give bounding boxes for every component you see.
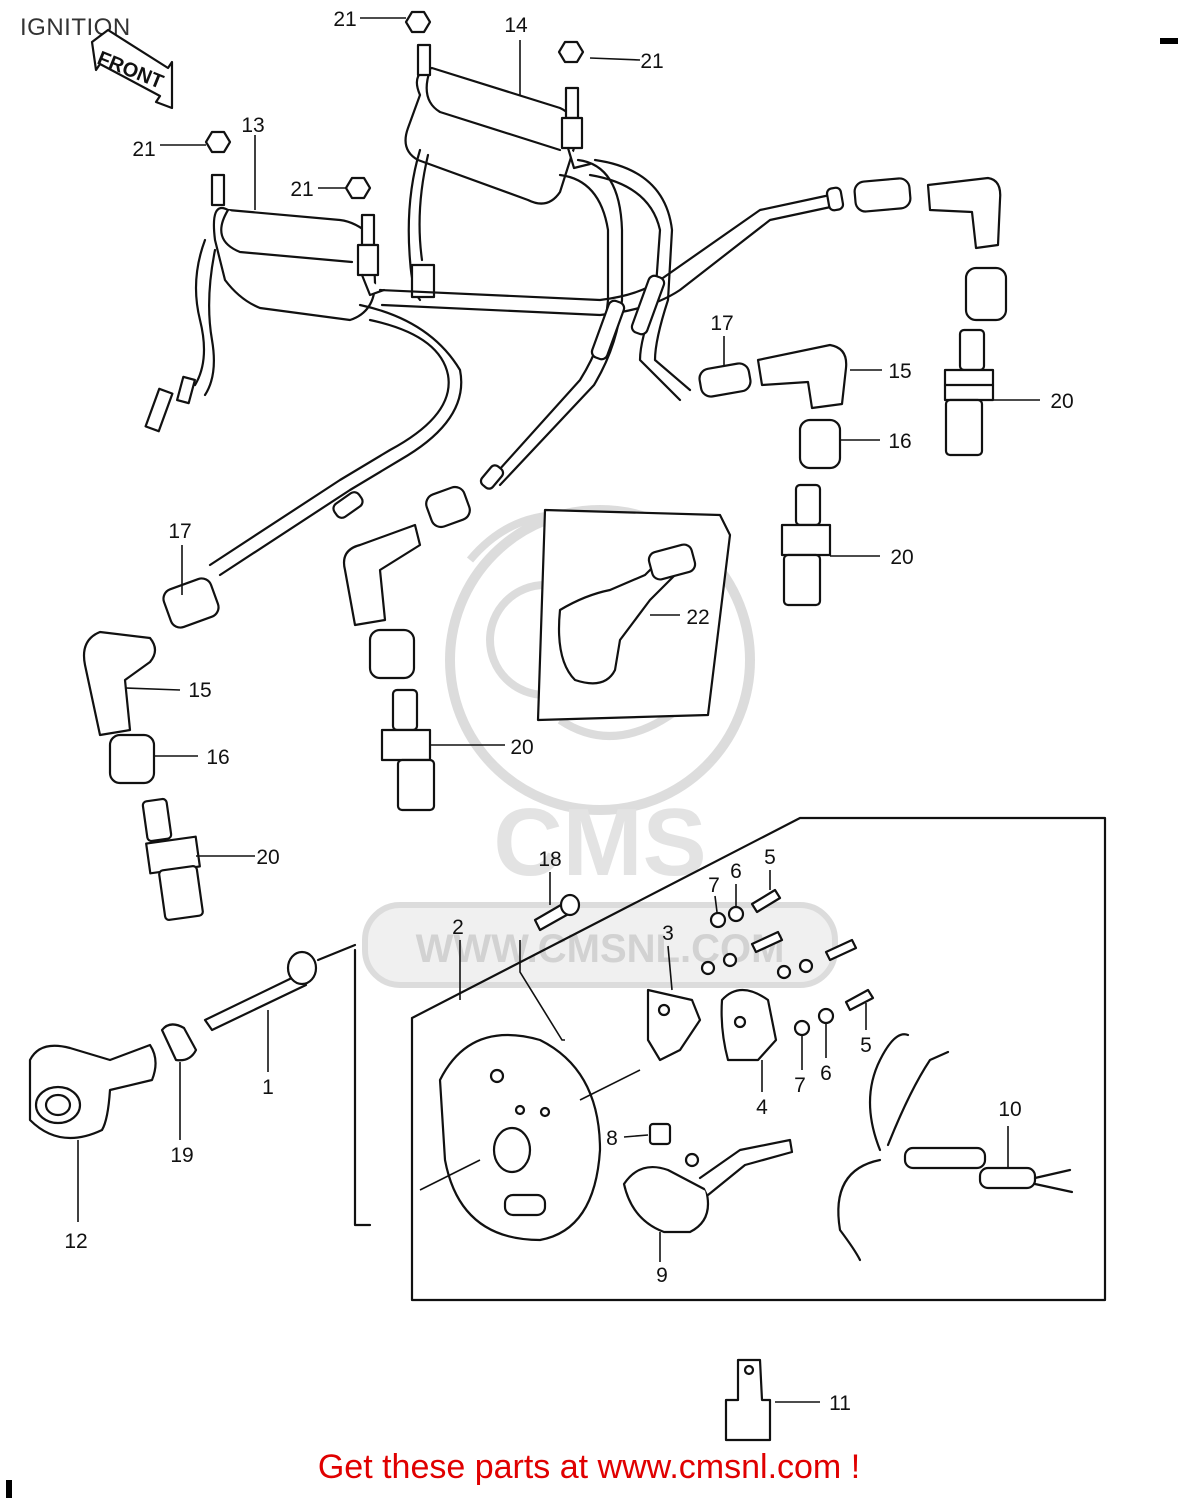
callout-20: 20 (510, 736, 533, 759)
contact-breaker-4 (720, 988, 778, 1062)
callout-17: 17 (710, 312, 733, 335)
callout-3: 3 (662, 922, 674, 945)
callout-21: 21 (640, 50, 663, 73)
callout-17: 17 (168, 520, 191, 543)
callout-22: 22 (686, 606, 709, 629)
leader-lines (77, 17, 1040, 1403)
callout-13: 13 (241, 114, 264, 137)
callout-19: 19 (170, 1144, 193, 1167)
callout-18: 18 (538, 848, 561, 871)
front-arrow: FRONT (90, 28, 174, 110)
nut-21-group (204, 10, 585, 200)
callout-20: 20 (256, 846, 279, 869)
callout-7: 7 (708, 874, 720, 897)
plug-cap-right (698, 343, 848, 470)
coil-wires (144, 148, 436, 433)
harness-10 (837, 1033, 1074, 1262)
part-8 (648, 1122, 672, 1146)
callout-20: 20 (890, 546, 913, 569)
corner-mark (1160, 38, 1178, 44)
callout-21: 21 (132, 138, 155, 161)
callout-10: 10 (998, 1098, 1021, 1121)
ignition-coil-13 (210, 173, 386, 322)
breaker-plate-2 (438, 1033, 602, 1242)
spark-plug-left (141, 797, 204, 921)
plug-cap-upper (853, 176, 1008, 322)
cam-12 (28, 1043, 157, 1140)
ht-lead-sleeves (332, 186, 845, 519)
spark-plug-mid (380, 688, 436, 812)
watermark-site: WWW.CMSNL.COM (416, 927, 785, 971)
callout-20: 20 (1050, 390, 1073, 413)
callout-8: 8 (606, 1127, 618, 1150)
part-11 (724, 1358, 772, 1442)
callout-9: 9 (656, 1264, 668, 1287)
breaker-plate-frame (316, 816, 1107, 1302)
watermark-text: CMS WWW.CMSNL.COM (416, 789, 785, 971)
callout-21: 21 (333, 8, 356, 31)
spark-plug-right (780, 483, 832, 607)
callout-21: 21 (290, 178, 313, 201)
callout-5: 5 (764, 846, 776, 869)
callout-4: 4 (756, 1096, 768, 1119)
callout-12: 12 (64, 1230, 87, 1253)
callout-15: 15 (188, 679, 211, 702)
callout-1: 1 (262, 1076, 274, 1099)
callout-11: 11 (829, 1392, 851, 1415)
corner-mark (6, 1480, 12, 1498)
callout-2: 2 (452, 916, 464, 939)
ht-leads (208, 158, 842, 577)
ignition-coil-14 (404, 43, 592, 205)
callout-16: 16 (888, 430, 911, 453)
screw-18 (533, 893, 581, 932)
watermark-brand: CMS (493, 789, 706, 896)
callout-14: 14 (504, 14, 528, 37)
callout-7: 7 (794, 1074, 806, 1097)
spacer-19 (160, 1023, 198, 1062)
callout-6: 6 (730, 860, 742, 883)
callout-5: 5 (860, 1034, 872, 1057)
condenser-9 (622, 1138, 794, 1234)
screws-washers (700, 888, 875, 1037)
callout-16: 16 (206, 746, 229, 769)
plug-cap-left (82, 577, 220, 785)
plug-cap-mid (342, 485, 471, 680)
promo-banner-link[interactable]: Get these parts at www.cmsnl.com ! (317, 1448, 861, 1486)
contact-breaker-3 (646, 988, 702, 1062)
callout-labels: 21 14 21 21 13 21 17 15 20 16 20 22 17 1… (64, 8, 1073, 1415)
inset-cap-22 (536, 508, 732, 722)
spark-plug-upper-right (943, 328, 995, 457)
callout-6: 6 (820, 1062, 832, 1085)
callout-15: 15 (888, 360, 911, 383)
bolt-1 (203, 950, 318, 1032)
